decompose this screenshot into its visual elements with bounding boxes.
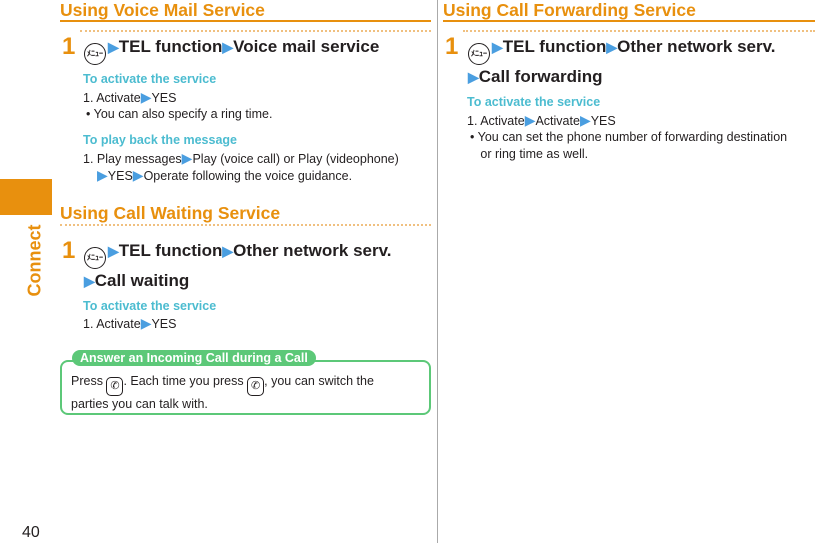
column-divider	[437, 0, 438, 543]
subheading: To activate the service	[467, 95, 601, 109]
menu-key-icon: ﾒﾆｭｰ	[84, 43, 106, 65]
tip-title: Answer an Incoming Call during a Call	[72, 350, 316, 366]
note: • You can also specify a ring time.	[86, 107, 273, 121]
step-instruction: ﾒﾆｭｰ▶TEL function▶Voice mail service	[84, 35, 379, 65]
tip-text: Press ✆. Each time you press ✆, you can …	[71, 374, 374, 411]
side-tab-block	[0, 179, 52, 215]
text-line: 1. Play messages▶Play (voice call) or Pl…	[83, 150, 399, 166]
text-line: 1. Activate▶YES	[83, 315, 177, 331]
text-line: ▶YES▶Operate following the voice guidanc…	[97, 167, 353, 183]
divider	[60, 20, 431, 22]
step-instruction: ﾒﾆｭｰ▶TEL function▶Other network serv.▶Ca…	[468, 37, 776, 86]
step-number: 1	[62, 237, 76, 264]
page-number: 40	[22, 524, 40, 541]
step-instruction: ﾒﾆｭｰ▶TEL function▶Other network serv.▶Ca…	[84, 241, 392, 290]
section-title: Using Call Waiting Service	[60, 203, 281, 223]
subheading: To activate the service	[83, 299, 217, 313]
side-tab-label: Connect	[24, 224, 45, 297]
step-number: 1	[62, 33, 76, 60]
divider	[463, 30, 815, 32]
divider	[443, 20, 815, 22]
step-number: 1	[445, 33, 459, 60]
call-key-icon: ✆	[247, 377, 265, 396]
subheading: To play back the message	[83, 133, 237, 147]
divider	[60, 224, 431, 226]
note: • You can set the phone number of forwar…	[470, 130, 788, 161]
subheading: To activate the service	[83, 72, 217, 86]
text-line: 1. Activate▶Activate▶YES	[467, 112, 616, 128]
section-title: Using Call Forwarding Service	[443, 0, 696, 20]
call-key-icon: ✆	[106, 377, 124, 396]
divider	[80, 30, 431, 32]
menu-key-icon: ﾒﾆｭｰ	[84, 247, 106, 269]
text-line: 1. Activate▶YES	[83, 89, 177, 105]
menu-key-icon: ﾒﾆｭｰ	[468, 43, 490, 65]
section-title: Using Voice Mail Service	[60, 0, 265, 20]
